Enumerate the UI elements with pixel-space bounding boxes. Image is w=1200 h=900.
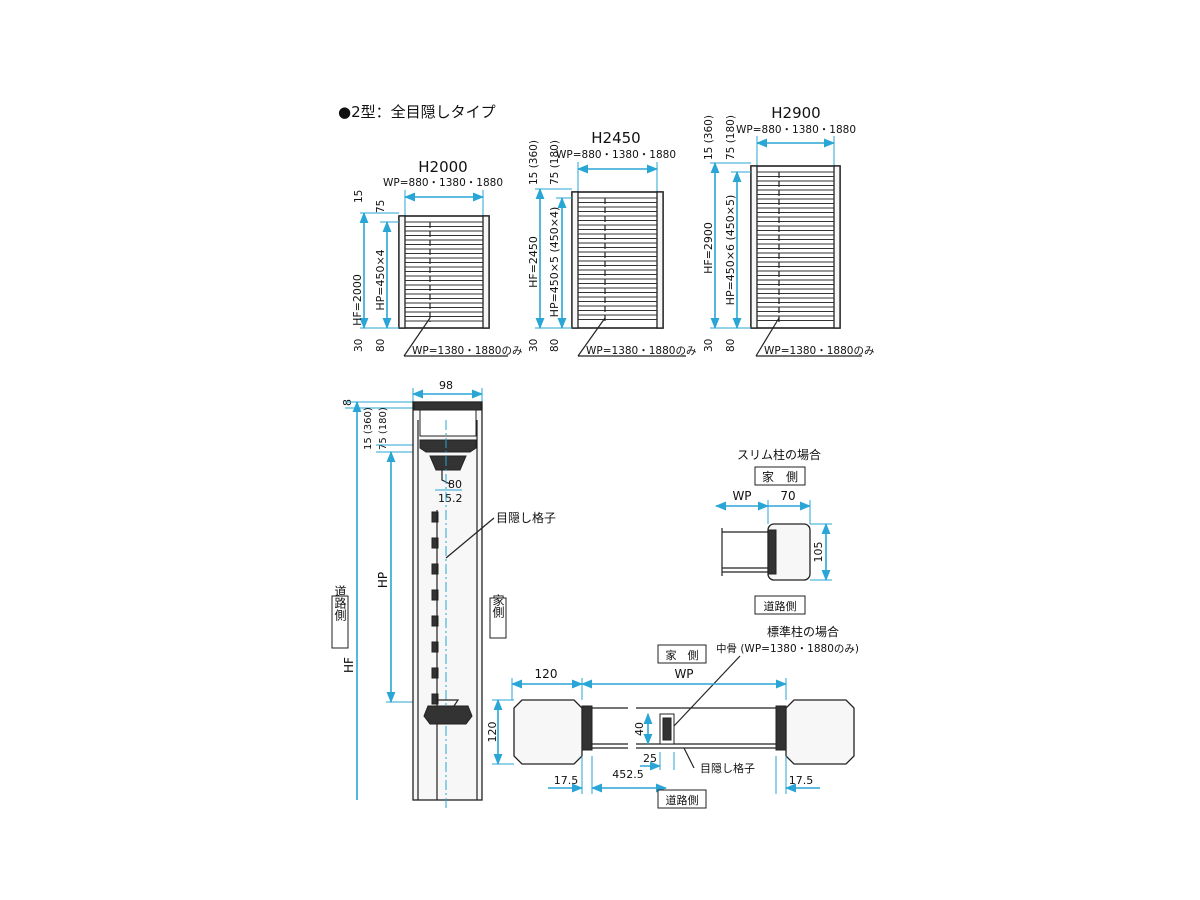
elevation-h2450-bot1: 30 <box>528 339 540 352</box>
section-road-side-box <box>331 595 349 649</box>
elevation-h2900-panel <box>750 165 841 329</box>
standard-d4525: 452.5 <box>612 768 644 781</box>
elevation-h2450-name: H2450 <box>591 129 640 147</box>
elevation-h2000-hf: HF=2000 <box>351 274 364 326</box>
slim-wp: WP <box>732 489 751 503</box>
standard-d175a: 17.5 <box>554 774 579 787</box>
section-slat-clip <box>431 693 439 705</box>
section-bottom-rail <box>423 705 473 725</box>
section-15: 15 (360) <box>363 407 374 450</box>
elevation-h2000-slats <box>405 221 483 322</box>
elevation-h2900-slats <box>757 171 834 321</box>
standard-d25: 25 <box>643 752 657 765</box>
section-slats <box>431 511 439 705</box>
elevation-h2900-note: WP=1380・1880のみ <box>764 345 874 357</box>
section-house-side-box <box>489 597 507 639</box>
section-slat-clip <box>431 511 439 523</box>
elevation-h2000-panel <box>398 215 490 329</box>
elevation-h2450-panel <box>571 191 664 329</box>
section-hf: HF <box>342 657 356 673</box>
diagram-title: ●2型：全目隠しタイプ <box>338 103 496 121</box>
elevation-h2900-bot1: 30 <box>703 339 715 352</box>
standard-h120: 120 <box>486 722 499 743</box>
elevation-h2900: H2900 WP=880・1380・1880 15 (360) 75 (180)… <box>702 104 874 357</box>
standard-house: 家 側 <box>666 648 699 662</box>
elevation-h2000-wp: WP=880・1380・1880 <box>383 177 503 189</box>
elevation-h2450-top2: 75 (180) <box>549 140 561 185</box>
elevation-h2900-name: H2900 <box>771 104 820 122</box>
slim-road-box <box>754 595 806 615</box>
section-slat-clip <box>431 563 439 575</box>
standard-wp: WP <box>674 667 693 681</box>
elevation-h2450-bot2: 80 <box>549 339 561 352</box>
elevation-h2450-hf: HF=2450 <box>527 236 540 288</box>
standard-w120: 120 <box>535 667 558 681</box>
standard-d40: 40 <box>633 722 646 736</box>
elevation-h2000-top1: 15 <box>353 190 365 203</box>
elevation-h2000-bot2: 80 <box>375 339 387 352</box>
section-slat-clip <box>431 667 439 679</box>
elevation-h2900-top2: 75 (180) <box>725 115 737 160</box>
section-slat-clip <box>431 615 439 627</box>
section-slat-clip <box>431 537 439 549</box>
elevation-h2450-note: WP=1380・1880のみ <box>586 345 696 357</box>
section-slat-clip <box>431 589 439 601</box>
elevation-h2450-slats <box>578 197 657 320</box>
slim-w70: 70 <box>780 489 795 503</box>
slim-post-plan: スリム柱の場合 家 側 WP 70 105 道路側 <box>714 447 832 615</box>
section-house-side: 家側 <box>491 593 505 618</box>
section-road-side: 道路側 <box>333 585 347 621</box>
section-slat-label: 目隠し格子 <box>496 510 556 525</box>
elevation-h2450-top1: 15 (360) <box>528 140 540 185</box>
slim-h105: 105 <box>812 542 825 563</box>
section-cap <box>413 401 482 411</box>
elevation-h2000: H2000 WP=880・1380・1880 15 75 HF=2000 HP=… <box>351 158 522 357</box>
elevation-h2450-wp: WP=880・1380・1880 <box>556 149 676 161</box>
slim-road: 道路側 <box>764 599 797 613</box>
elevation-h2450-hp: HP=450×5 (450×4) <box>548 207 561 318</box>
elevation-h2000-note: WP=1380・1880のみ <box>412 345 522 357</box>
standard-slat-label: 目隠し格子 <box>700 761 755 775</box>
standard-road-box <box>657 789 707 809</box>
standard-post-right <box>785 699 855 765</box>
section-top-rail <box>419 439 477 453</box>
elevation-h2900-wp: WP=880・1380・1880 <box>736 124 856 136</box>
elevation-h2000-top2: 75 <box>375 200 387 213</box>
section-hp: HP <box>376 572 390 588</box>
section-15-2: 15.2 <box>438 492 463 505</box>
slim-house: 家 側 <box>762 469 798 484</box>
standard-post-plan: 標準柱の場合 家 側 中骨 (WP=1380・1880のみ) 120 WP 12… <box>486 624 859 809</box>
elevation-h2900-hf: HF=2900 <box>702 222 715 274</box>
elevation-h2900-hp: HP=450×6 (450×5) <box>724 195 737 306</box>
elevation-h2900-top1: 15 (360) <box>703 115 715 160</box>
standard-road: 道路側 <box>666 793 699 807</box>
standard-middle: 中骨 (WP=1380・1880のみ) <box>716 642 859 655</box>
slim-title: スリム柱の場合 <box>737 447 821 462</box>
standard-d175b: 17.5 <box>789 774 814 787</box>
standard-title: 標準柱の場合 <box>767 624 839 639</box>
section-view: 98 8 15 (360) 75 (180) HP HF 80 15.2 <box>331 379 556 810</box>
elevation-h2000-hp: HP=450×4 <box>374 249 387 310</box>
standard-post-left <box>513 699 583 765</box>
elevation-h2000-name: H2000 <box>418 158 467 176</box>
section-slat-clip <box>431 641 439 653</box>
section-80: 80 <box>448 478 462 491</box>
section-75: 75 (180) <box>378 407 389 450</box>
elevation-h2900-bot2: 80 <box>725 339 737 352</box>
section-width: 98 <box>439 379 453 392</box>
slim-house-box <box>754 466 806 486</box>
elevation-h2450: H2450 WP=880・1380・1880 15 (360) 75 (180)… <box>527 129 696 357</box>
standard-house-box <box>657 644 707 664</box>
elevation-h2000-bot1: 30 <box>353 339 365 352</box>
